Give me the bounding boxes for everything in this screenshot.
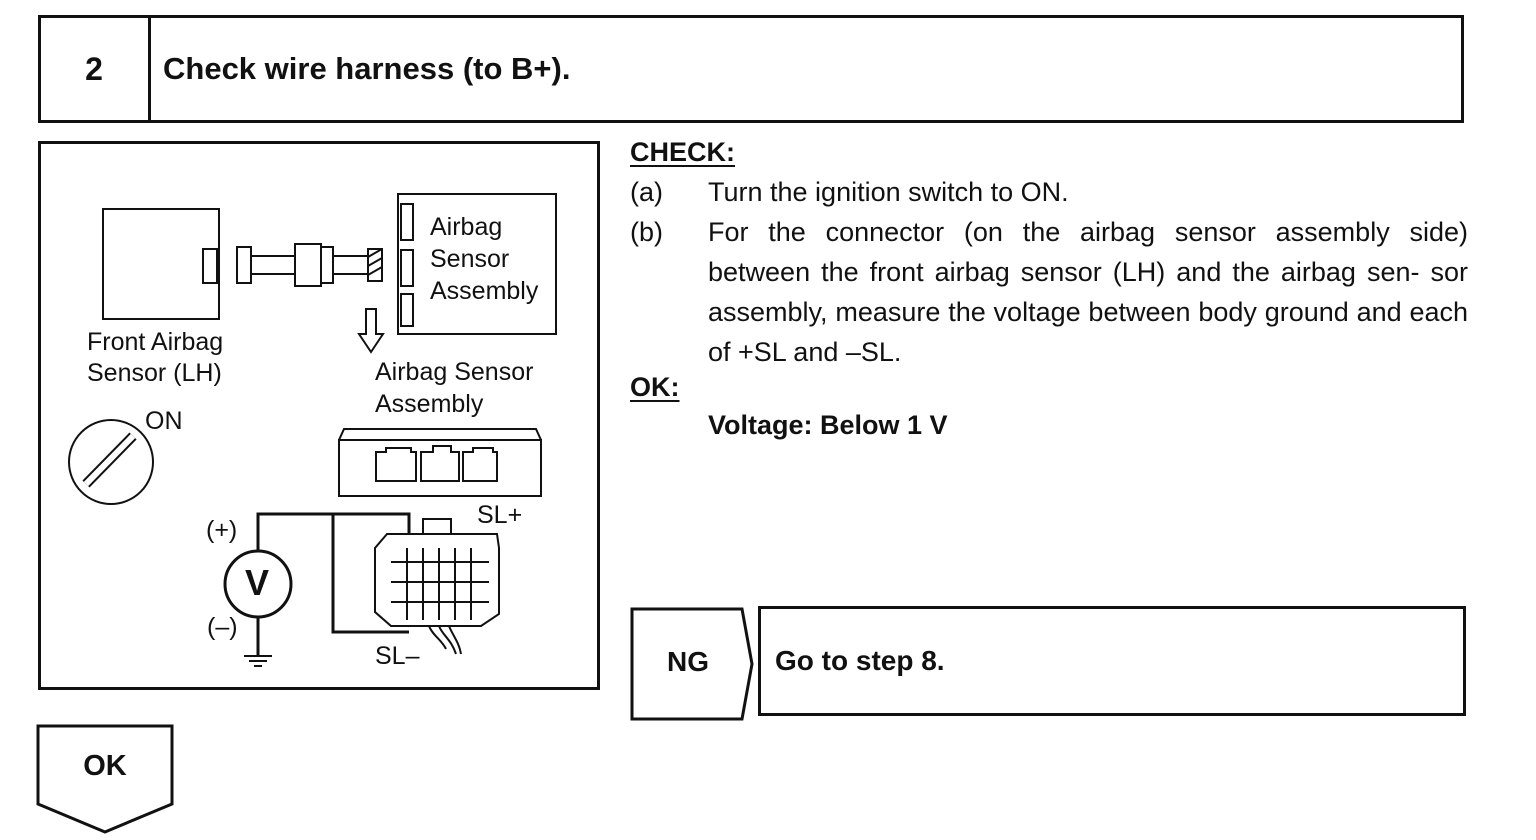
ng-action-text: Go to step 8.	[775, 645, 945, 676]
front-sensor-label-1: Front Airbag	[87, 328, 224, 356]
ng-action-box	[758, 606, 1466, 716]
terminal-block	[374, 518, 500, 655]
front-sensor-connector	[202, 248, 218, 284]
step-header-box	[38, 15, 1464, 123]
item-a-letter: (a)	[630, 177, 663, 207]
assembly-label-1: Airbag	[430, 213, 503, 241]
negative-lead	[331, 514, 409, 634]
assembly-label-2: Sensor	[430, 245, 510, 273]
wiring-figure: Front Airbag Sensor (LH) Airbag Sensor A…	[38, 141, 600, 690]
ok-branch-label: OK	[83, 749, 127, 782]
connector-housing	[338, 428, 542, 497]
item-b-letter: (b)	[630, 217, 663, 247]
ignition-switch-icon	[68, 419, 154, 505]
front-sensor-box	[102, 208, 220, 320]
harness	[236, 243, 383, 287]
connector-label-2: Assembly	[375, 390, 484, 418]
ignition-on-label: ON	[145, 407, 183, 435]
ng-label: NG	[667, 646, 709, 677]
front-sensor-label-2: Sensor (LH)	[87, 359, 222, 387]
step-title: Check wire harness (to B+).	[163, 51, 571, 86]
down-arrow-icon	[357, 308, 385, 354]
check-heading: CHECK:	[630, 137, 735, 167]
header-divider	[148, 15, 151, 123]
voltmeter-label: V	[245, 562, 270, 603]
voltage-spec: Voltage: Below 1 V	[708, 410, 948, 440]
negative-terminal-label: (–)	[207, 613, 238, 641]
ok-heading: OK:	[630, 372, 680, 402]
sl-plus-label: SL+	[477, 501, 523, 529]
wiring-diagram	[68, 193, 557, 667]
step-number: 2	[85, 50, 103, 87]
ok-arrow-box	[36, 724, 174, 834]
positive-terminal-label: (+)	[206, 516, 238, 544]
ng-arrow-box	[630, 607, 754, 721]
assembly-label-3: Assembly	[430, 277, 539, 305]
item-b-text: For the connector (on the airbag sensor …	[708, 217, 1468, 367]
ground-icon	[244, 655, 272, 667]
connector-label-1: Airbag Sensor	[375, 358, 534, 386]
assembly-box	[397, 193, 557, 335]
item-a-text: Turn the ignition switch to ON.	[708, 177, 1069, 207]
sl-minus-label: SL–	[375, 642, 420, 670]
